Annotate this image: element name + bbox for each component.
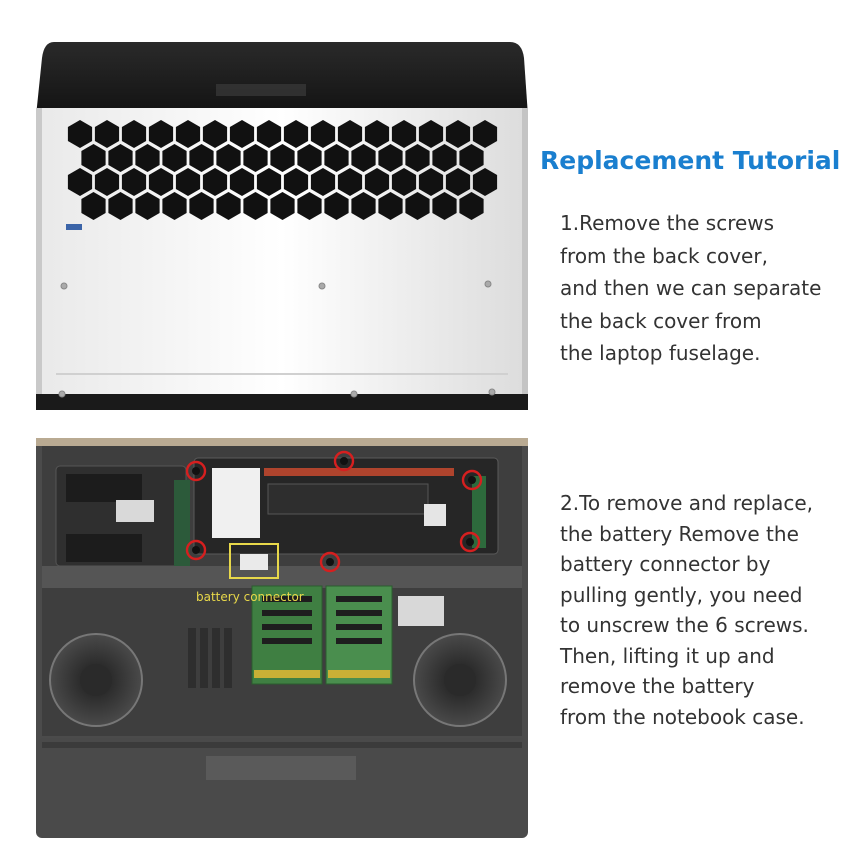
vent-hex: [418, 120, 444, 148]
step-2-line: pulling gently, you need: [560, 582, 803, 607]
vent-hex: [135, 192, 160, 220]
vent-hex: [283, 168, 309, 196]
vent-hex: [256, 120, 282, 148]
vent-hex: [162, 144, 187, 172]
vent-hex: [256, 168, 282, 196]
vent-hex: [94, 120, 120, 148]
vent-hex: [216, 144, 241, 172]
vent-hex: [445, 120, 471, 148]
vent-hex: [310, 120, 336, 148]
step-1-line: from the back cover,: [560, 243, 768, 268]
step-1-line: the back cover from: [560, 308, 762, 333]
vent-hex: [337, 168, 363, 196]
vent-hex: [270, 192, 295, 220]
vent-hex: [432, 192, 457, 220]
vent-hex: [283, 120, 309, 148]
vent-hex: [324, 144, 349, 172]
step-1-line: the laptop fuselage.: [560, 341, 761, 365]
vent-hex: [351, 144, 376, 172]
laptop-back-cover-photo: [36, 42, 528, 410]
step-2-line: the battery Remove the: [560, 521, 799, 546]
vent-hex: [94, 168, 120, 196]
vent-hex: [81, 144, 106, 172]
vent-hex: [432, 144, 457, 172]
vent-hex: [216, 192, 241, 220]
vent-hex: [297, 144, 322, 172]
step-1-line: 1.Remove the screws: [560, 211, 775, 235]
vent-hex: [364, 120, 390, 148]
step-2-line: battery connector by: [560, 552, 771, 576]
vent-hex: [297, 192, 322, 220]
vent-hex: [391, 168, 417, 196]
screw-markers: [185, 450, 483, 573]
vent-hex: [162, 192, 187, 220]
vent-hex: [229, 120, 255, 148]
vent-hex: [378, 144, 403, 172]
tutorial-title: Replacement Tutorial: [540, 146, 841, 175]
vent-hex: [310, 168, 336, 196]
battery-connector-label: battery connector: [196, 590, 304, 604]
vent-hex: [189, 192, 214, 220]
vent-hex: [67, 168, 93, 196]
vent-hex: [121, 168, 147, 196]
vent-hex: [459, 192, 484, 220]
vent-hex: [378, 192, 403, 220]
vent-hex: [418, 168, 444, 196]
vent-hex: [405, 192, 430, 220]
vent-hex: [337, 120, 363, 148]
vent-hex: [108, 144, 133, 172]
vent-hex: [135, 144, 160, 172]
step-2-line: from the notebook case.: [560, 704, 805, 729]
vent-hex: [472, 120, 498, 148]
vent-hex: [351, 192, 376, 220]
vent-hex: [243, 192, 268, 220]
vent-hex: [391, 120, 417, 148]
vent-hex: [81, 192, 106, 220]
step-2-line: 2.To remove and replace,: [560, 491, 814, 515]
vent-hex: [324, 192, 349, 220]
vent-hex: [202, 168, 228, 196]
vent-hex: [459, 144, 484, 172]
vent-hex: [405, 144, 430, 172]
vent-hex: [229, 168, 255, 196]
vent-hex: [472, 168, 498, 196]
step-1-line: and then we can separate: [560, 276, 822, 300]
vent-hex: [202, 120, 228, 148]
vent-hex: [189, 144, 214, 172]
step-2-text: 2.To remove and replace, the battery Rem…: [560, 488, 813, 732]
step-2-line: Then, lifting it up and: [560, 643, 775, 668]
step-1-text: 1.Remove the screws from the back cover,…: [560, 207, 821, 370]
vent-hex: [364, 168, 390, 196]
vent-hex: [175, 120, 201, 148]
vent-hex: [175, 168, 201, 196]
laptop-open-chassis-photo: [36, 438, 528, 838]
vent-hex: [108, 192, 133, 220]
step-2-line: to unscrew the 6 screws.: [560, 613, 809, 637]
step-2-line: remove the battery: [560, 674, 755, 698]
vent-hex: [121, 120, 147, 148]
vent-hex: [270, 144, 295, 172]
vent-hex: [67, 120, 93, 148]
vent-hex: [243, 144, 268, 172]
vent-hex: [148, 168, 174, 196]
vent-hex: [445, 168, 471, 196]
vent-hex: [148, 120, 174, 148]
